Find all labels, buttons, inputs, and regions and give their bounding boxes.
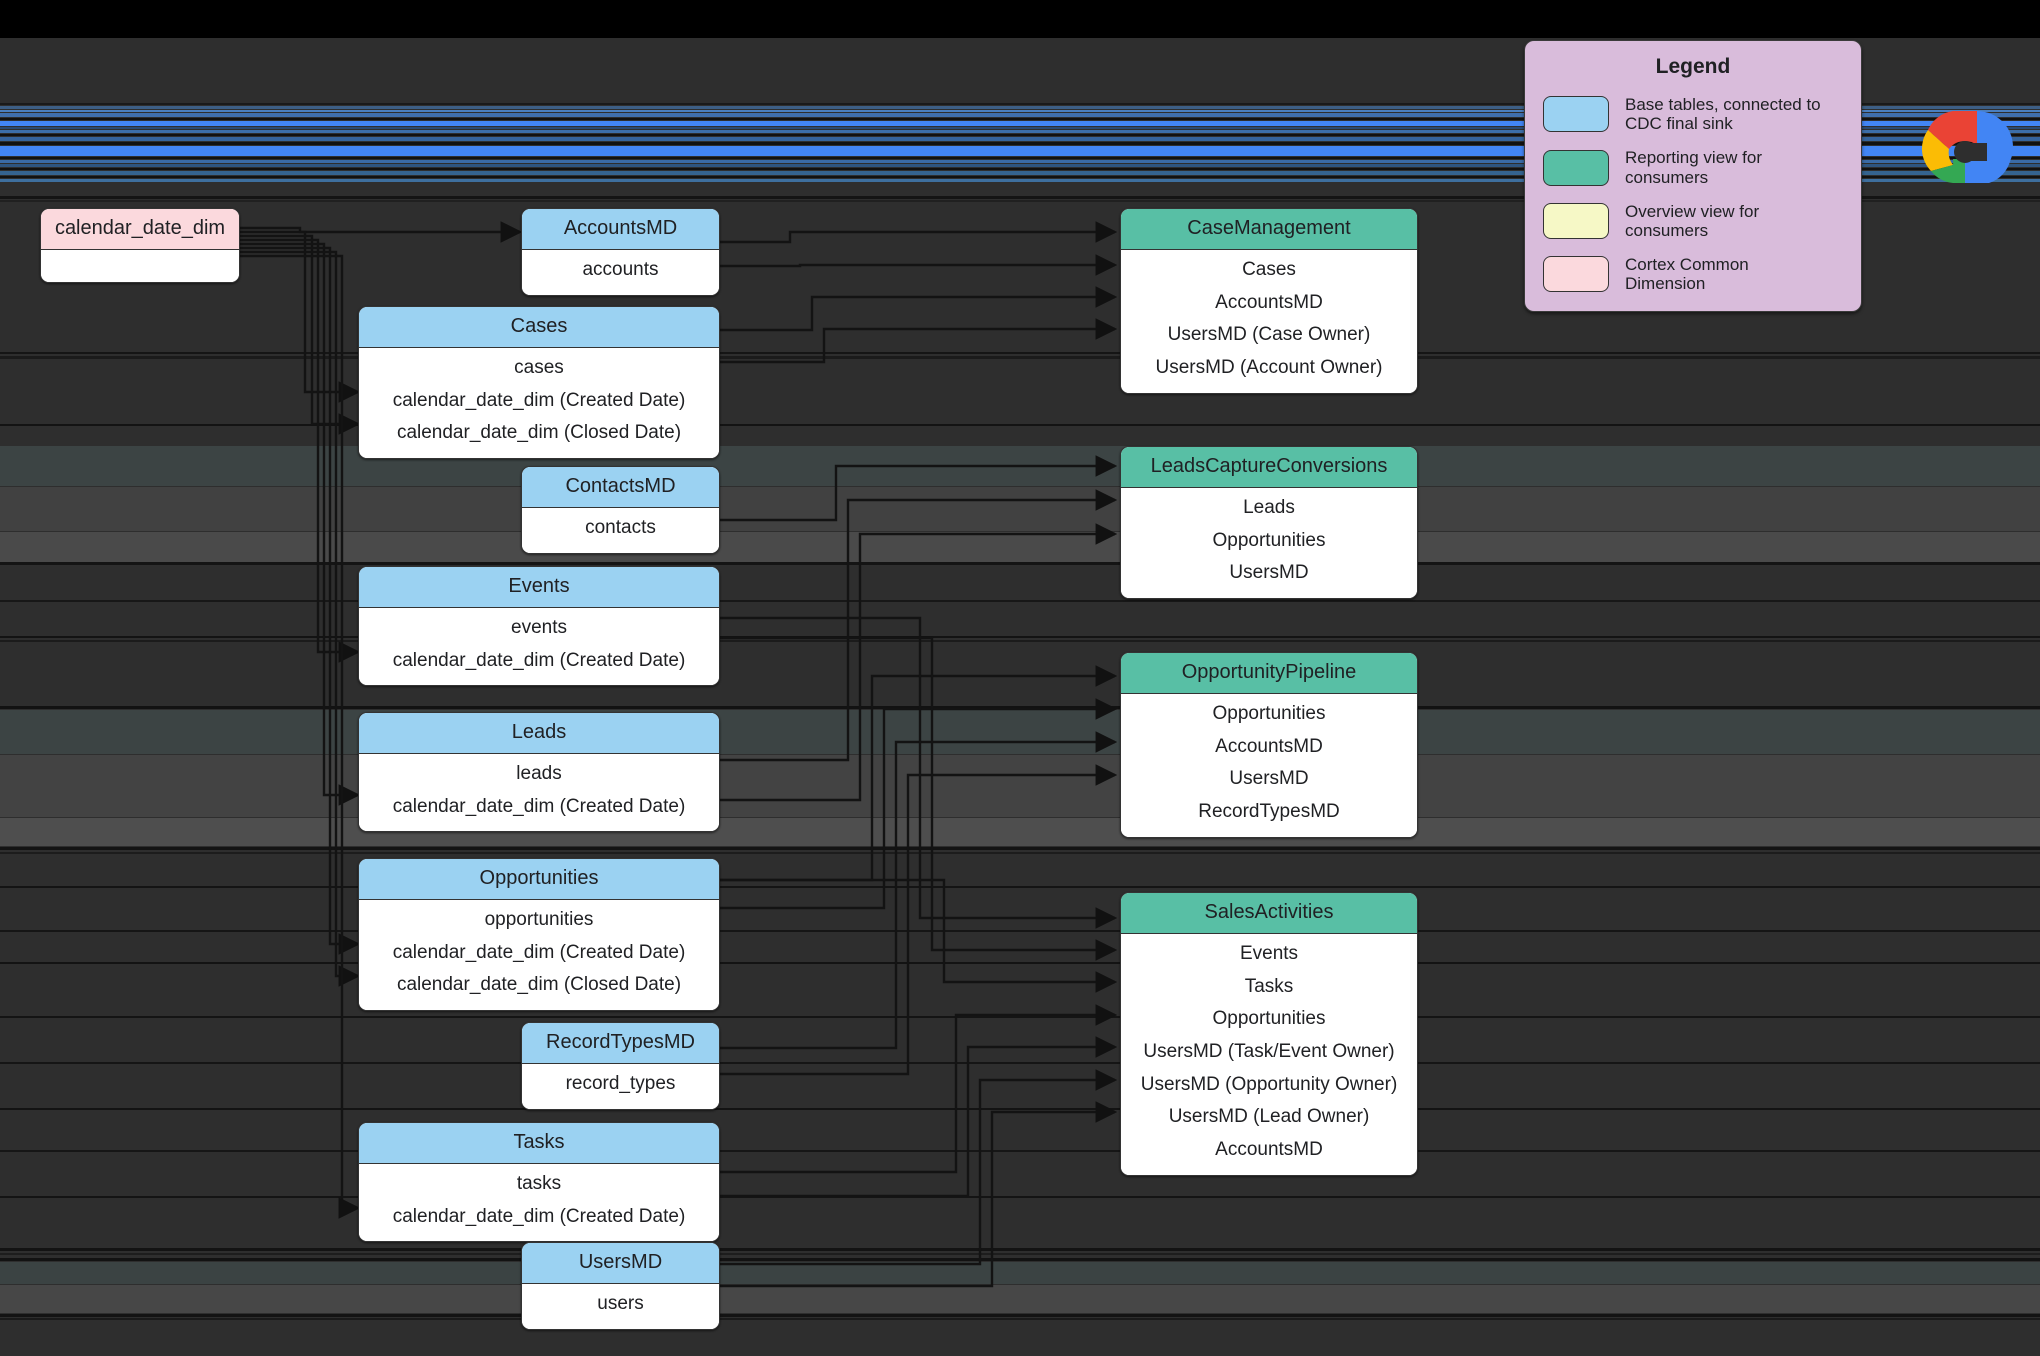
entity-row: calendar_date_dim (Created Date) [392,649,686,671]
entity-node-title-casemanagement: CaseManagement [1121,209,1417,250]
entity-row: tasks [516,1173,562,1194]
entity-node-body-leads: leads calendar_date_dim (Created Date) [359,754,719,832]
entity-node-accountsmd[interactable]: AccountsMD accounts [521,208,720,296]
entity-row: accounts [582,259,659,280]
entity-row: UsersMD [1229,562,1309,584]
legend-swatch-report [1543,149,1609,186]
entity-row: calendar_date_dim (Created Date) [392,389,686,411]
entity-node-leads[interactable]: Leads leads calendar_date_dim (Created Dat… [358,712,720,833]
entity-row: Opportunities [1212,529,1326,551]
entity-node-events[interactable]: Events events calendar_date_dim (Created D… [358,566,720,687]
legend-label-overview: Overview view for consumers [1625,201,1760,241]
entity-node-body-usersmd: users [522,1284,719,1329]
legend-row-overview: Overview view for consumers [1543,202,1843,240]
entity-row: Leads [1243,497,1295,518]
entity-node-title-salesactivities: SalesActivities [1121,893,1417,934]
entity-row: UsersMD (Case Owner) [1167,324,1371,346]
legend-swatch-cortex [1543,256,1609,293]
legend-label-cortex: Cortex Common Dimension [1625,255,1749,294]
entity-row: UsersMD (Opportunity Owner) [1140,1073,1398,1095]
entity-node-title-opportunitypipeline: OpportunityPipeline [1121,653,1417,694]
legend-swatch-base [1543,96,1609,133]
entity-node-opportunities[interactable]: Opportunities opportunities calendar_date_… [358,858,720,1012]
entity-node-recordtypesmd[interactable]: RecordTypesMD record_types [521,1022,720,1110]
entity-node-tasks[interactable]: Tasks tasks calendar_date_dim (Created Dat… [358,1122,720,1243]
legend-label-report: Reporting view for consumers [1625,148,1763,187]
entity-row: UsersMD (Task/Event Owner) [1143,1041,1395,1063]
legend-row-report: Reporting view for consumers [1543,148,1843,187]
entity-row: Cases [1242,259,1296,280]
entity-row: events [511,617,567,638]
entity-row: UsersMD (Account Owner) [1155,357,1383,379]
entity-node-body-events: events calendar_date_dim (Created Date) [359,608,719,686]
entity-row: Opportunities [1212,703,1326,724]
entity-row: Opportunities [1212,1008,1326,1030]
entity-node-title-usersmd: UsersMD [522,1243,719,1284]
entity-row: cases [514,357,564,378]
entity-node-title-tasks: Tasks [359,1123,719,1164]
entity-row: contacts [585,517,656,538]
legend-swatch-overview [1543,203,1609,240]
entity-row: UsersMD (Lead Owner) [1168,1106,1370,1128]
legend-label-base: Base tables, connected to CDC final sink [1625,95,1821,134]
entity-node-title-opportunities: Opportunities [359,859,719,900]
entity-node-title-calendar_date_dim: calendar_date_dim [41,209,239,250]
entity-node-title-cases: Cases [359,307,719,348]
entity-row: Events [1239,943,1299,964]
entity-row: calendar_date_dim (Closed Date) [396,422,682,444]
entity-row: opportunities [484,909,594,930]
entity-row: AccountsMD [1215,291,1323,313]
entity-node-title-contactsmd: ContactsMD [522,467,719,508]
entity-row: calendar_date_dim (Created Date) [392,941,686,963]
entity-row: calendar_date_dim (Closed Date) [396,974,682,996]
entity-node-contactsmd[interactable]: ContactsMD contacts [521,466,720,554]
entity-row: AccountsMD [1215,1139,1323,1161]
entity-row: AccountsMD [1215,735,1323,757]
entity-row: record_types [565,1073,676,1094]
entity-row: leads [516,763,562,784]
entity-node-title-leads: Leads [359,713,719,754]
entity-node-body-cases: cases calendar_date_dim (Created Date) cal… [359,348,719,459]
top-black-band [0,0,2040,38]
legend-panel: Legend Base tables, connected to CDC fin… [1524,40,1862,312]
entity-node-calendar_date_dim[interactable]: calendar_date_dim [40,208,240,283]
entity-node-cases[interactable]: Cases cases calendar_date_dim (Created Dat… [358,306,720,460]
legend-row-cortex: Cortex Common Dimension [1543,255,1843,293]
entity-row: RecordTypesMD [1198,801,1340,823]
entity-node-title-recordtypesmd: RecordTypesMD [522,1023,719,1064]
entity-node-body-recordtypesmd: record_types [522,1064,719,1109]
entity-node-usersmd[interactable]: UsersMD users [521,1242,720,1330]
entity-row: Tasks [1244,975,1294,997]
entity-row: UsersMD [1229,768,1309,790]
entity-row: users [597,1293,644,1314]
entity-node-body-contactsmd: contacts [522,508,719,553]
entity-node-body-opportunities: opportunities calendar_date_dim (Created … [359,900,719,1011]
entity-row: calendar_date_dim (Created Date) [392,795,686,817]
legend-title: Legend [1655,55,1731,78]
entity-node-title-events: Events [359,567,719,608]
entity-row: calendar_date_dim (Created Date) [392,1205,686,1227]
entity-node-title-accountsmd: AccountsMD [522,209,719,250]
entity-node-title-leadscaptureconversions: LeadsCaptureConversions [1121,447,1417,488]
entity-node-body-calendar_date_dim [41,250,239,282]
legend-row-base: Base tables, connected to CDC final sink [1543,95,1843,133]
entity-node-body-tasks: tasks calendar_date_dim (Created Date) [359,1164,719,1242]
google-cloud-logo [1921,111,2013,183]
entity-node-body-accountsmd: accounts [522,250,719,295]
